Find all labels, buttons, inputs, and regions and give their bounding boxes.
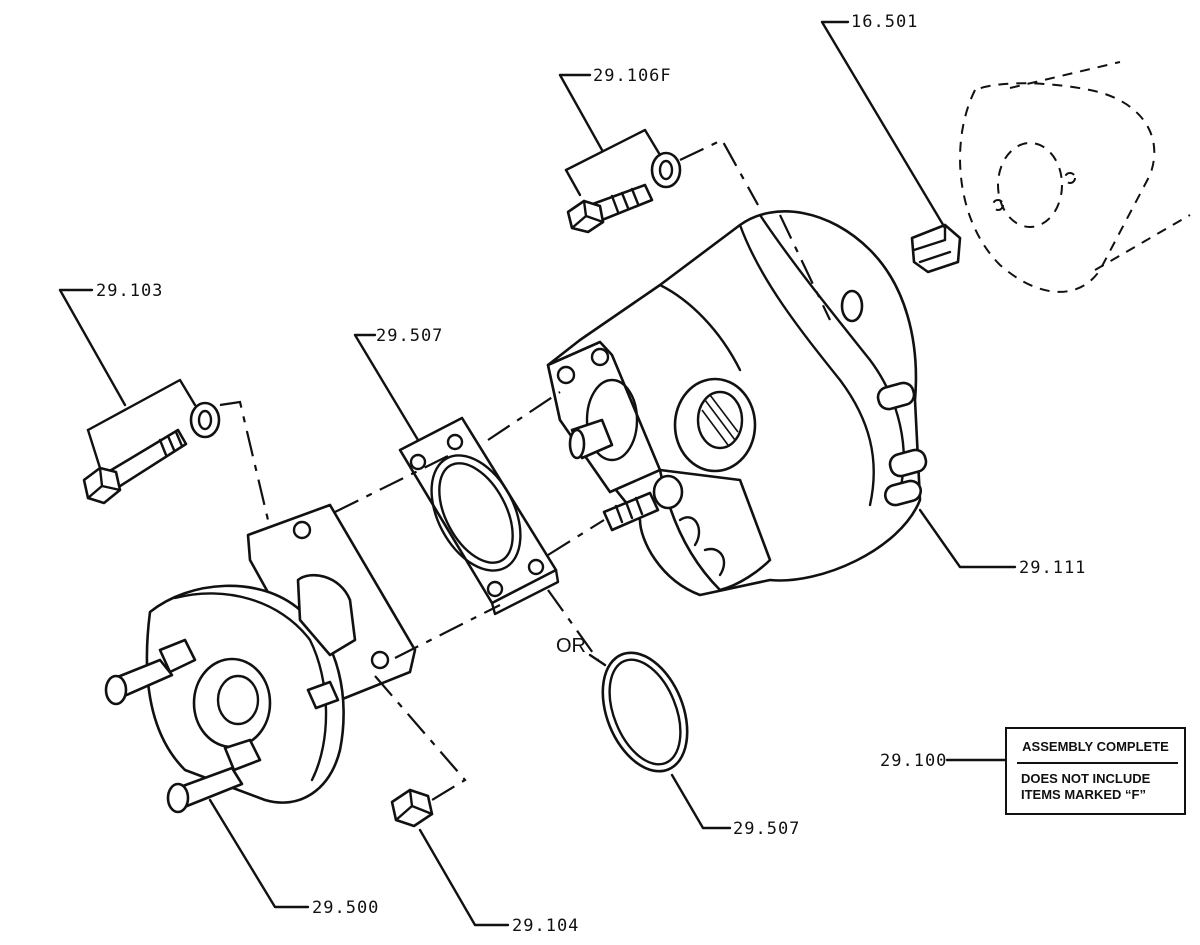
assembly-note-box: ASSEMBLY COMPLETE DOES NOT INCLUDE ITEMS… [1005,727,1186,815]
key-part [910,223,962,274]
bolt-29-103 [82,401,221,505]
note-body: DOES NOT INCLUDE ITEMS MARKED “F” [1021,771,1150,803]
o-ring-29-507 [601,651,689,773]
label-29-100: 29.100 [880,751,947,771]
nut-29-104 [390,788,434,828]
note-line-b: ITEMS MARKED “F” [1021,787,1146,802]
part-labels: 16.501 29.106F 29.103 29.507 29.111 29.1… [96,12,1086,936]
gear-housing-29-111 [546,210,928,597]
label-29-103: 29.103 [96,281,163,301]
label-29-111: 29.111 [1019,558,1086,578]
label-16-501: 16.501 [851,12,918,32]
label-29-106f: 29.106F [593,66,672,86]
note-divider [1017,762,1178,764]
or-label: OR [556,635,586,657]
note-line-a: DOES NOT INCLUDE [1021,771,1151,786]
label-29-500: 29.500 [312,898,379,918]
bolt-29-106f [566,151,682,234]
gasket-29-507 [398,416,560,616]
cover-29-500 [104,503,417,814]
leader-lines [58,20,1017,927]
label-29-104: 29.104 [512,916,579,936]
alignment-centerlines [219,138,831,801]
note-title: ASSEMBLY COMPLETE [1022,739,1169,754]
label-29-507-gasket: 29.507 [376,326,443,346]
mounting-flange-phantom [959,61,1191,293]
label-29-507-o-ring: 29.507 [733,819,800,839]
